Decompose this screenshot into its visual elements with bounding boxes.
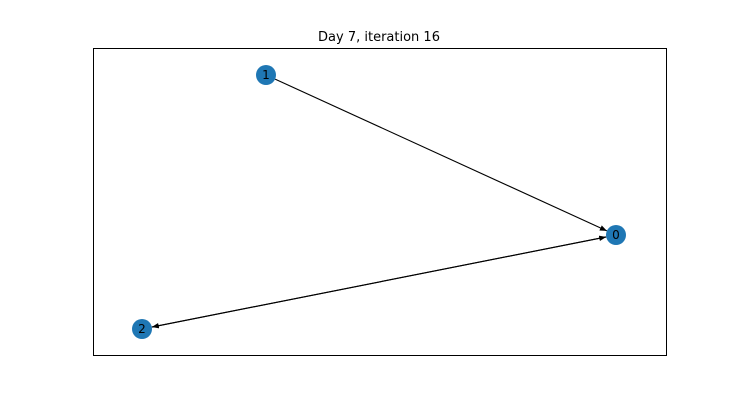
nodes-layer: 0 1 2 [132,65,626,339]
graph-node-2: 2 [132,319,152,339]
node-circle-1 [256,65,276,85]
figure-title: Day 7, iteration 16 [318,30,440,45]
node-label-2: 2 [138,322,146,336]
plot-frame [93,48,667,356]
edges-layer [151,78,608,329]
node-label-1: 1 [262,68,270,82]
node-label-0: 0 [612,228,620,242]
node-circle-0 [606,225,626,245]
graph-node-0: 0 [606,225,626,245]
node-circle-2 [132,319,152,339]
edge-1-to-0 [274,78,608,232]
graph-node-1: 1 [256,65,276,85]
edge-0-to-2 [151,236,607,329]
